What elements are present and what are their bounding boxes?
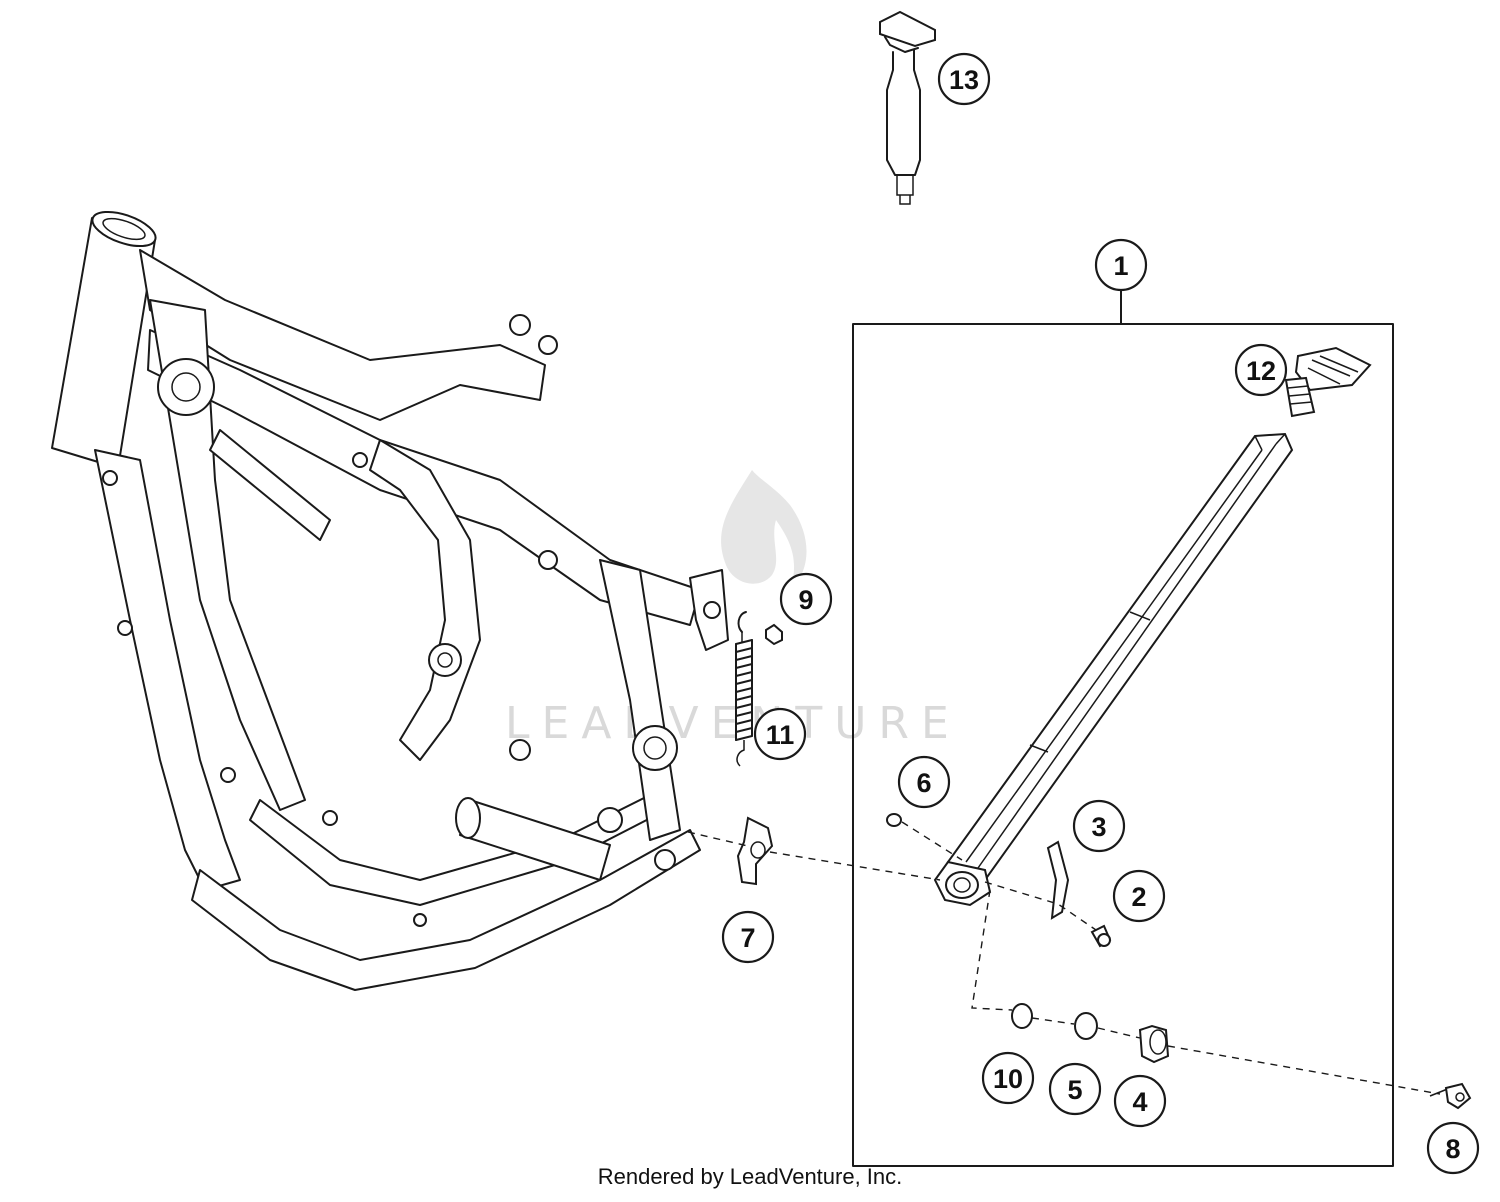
callout-3: 3	[1072, 799, 1126, 853]
callout-1: 1	[1094, 238, 1148, 292]
buffer-part-3	[1046, 840, 1070, 920]
footer-credit: Rendered by LeadVenture, Inc.	[597, 1164, 903, 1189]
spacer-ring-part-5	[1074, 1012, 1098, 1040]
side-stand-assembly-box	[852, 289, 1394, 1167]
spring-part-11	[735, 611, 753, 767]
watermark-flame-icon	[721, 470, 807, 590]
callout-5: 5	[1048, 1062, 1102, 1116]
callout-11-label: 11	[766, 720, 795, 750]
callout-6: 6	[897, 755, 951, 809]
steering-head-tube	[51, 210, 157, 469]
callout-4: 4	[1113, 1074, 1167, 1128]
callout-5-label: 5	[1067, 1075, 1082, 1105]
nut-part-6	[886, 813, 902, 827]
callout-8: 8	[1426, 1121, 1480, 1175]
screw-part-2	[1090, 924, 1112, 948]
callout-2-label: 2	[1131, 882, 1146, 912]
bracket-part-7	[736, 816, 774, 886]
callout-7: 7	[721, 910, 775, 964]
callout-12: 12	[1234, 343, 1288, 397]
callout-2: 2	[1112, 869, 1166, 923]
callout-4-label: 4	[1132, 1087, 1147, 1117]
o-ring-part-10	[1011, 1003, 1033, 1029]
callout-3-label: 3	[1091, 812, 1106, 842]
callout-12-label: 12	[1246, 356, 1276, 386]
callout-10-label: 10	[993, 1064, 1023, 1094]
callout-7-label: 7	[740, 923, 755, 953]
callout-13: 13	[937, 52, 991, 106]
callout-1-label: 1	[1113, 251, 1128, 281]
bolt-part-8	[1429, 1082, 1472, 1110]
side-stand-leg	[933, 432, 1294, 907]
callout-9: 9	[779, 572, 833, 626]
tool-part-13	[879, 10, 936, 205]
motorcycle-frame	[51, 210, 729, 991]
callout-10: 10	[981, 1051, 1035, 1105]
side-stand-foot-part-12	[1284, 346, 1372, 418]
callout-11: 11	[753, 707, 807, 761]
watermark-text: LEADVENTURE	[505, 698, 961, 749]
callout-8-label: 8	[1445, 1134, 1460, 1164]
watermark: LEADVENTURE	[505, 470, 961, 749]
callout-6-label: 6	[916, 768, 931, 798]
bushing-part-4	[1138, 1024, 1170, 1064]
callout-13-label: 13	[949, 65, 979, 95]
nut-part-9	[765, 623, 783, 646]
assembly-lines	[687, 821, 1441, 1095]
callout-9-label: 9	[798, 585, 813, 615]
